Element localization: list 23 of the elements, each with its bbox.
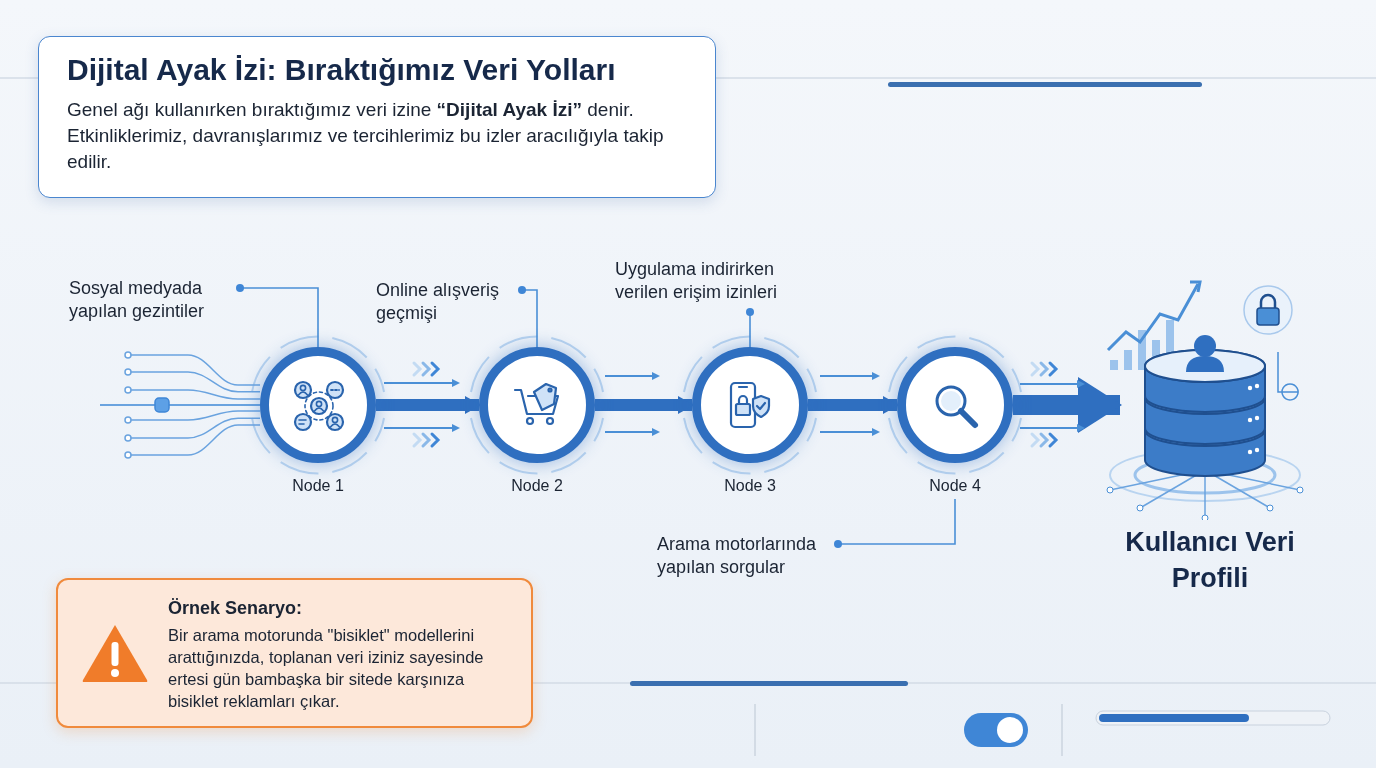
flow-arrow [595,372,694,436]
title: Dijital Ayak İzi: Bıraktığımız Veri Yolları [67,53,616,87]
intro-card [38,36,716,198]
leader-line [518,286,538,348]
scenario-card [56,578,533,728]
callout-text: Sosyal medyada yapılan gezintiler [69,277,234,323]
flow-arrow [808,372,899,436]
leader-line [834,498,956,548]
node-label: Node 3 [723,477,777,495]
callout-text: Arama motorlarında yapılan sorgular [657,533,832,579]
node-label: Node 1 [291,477,345,495]
flow-arrow [376,361,481,448]
profile-label: Kullanıcı Veri Profili [1124,526,1296,595]
leader-line [236,284,319,348]
leader-line [746,308,754,348]
flow-arrow [1013,361,1122,448]
intro-text: Genel ağı kullanırken bıraktığımız veri izine “Dijital Ayak İzi” denir. Etkinliklerimiz, davranışlarımız ve tercihlerimiz bu izler aracılığıyla takip edilir. [67,98,665,174]
node-label: Node 4 [928,477,982,495]
scenario-heading: Örnek Senaryo: [168,598,303,619]
callout-text: Uygulama indirirken verilen erişim izinleri [615,258,805,304]
node-label: Node 2 [510,477,564,495]
callout-text: Online alışveriş geçmişi [376,279,516,325]
scenario-text: Bir arama motorunda "bisiklet" modellerini arattığınızda, toplanan veri iziniz sayesinde ertesi gün bambaşka bir sitede karşınıza bisiklet reklamları çıkar. [168,625,485,712]
